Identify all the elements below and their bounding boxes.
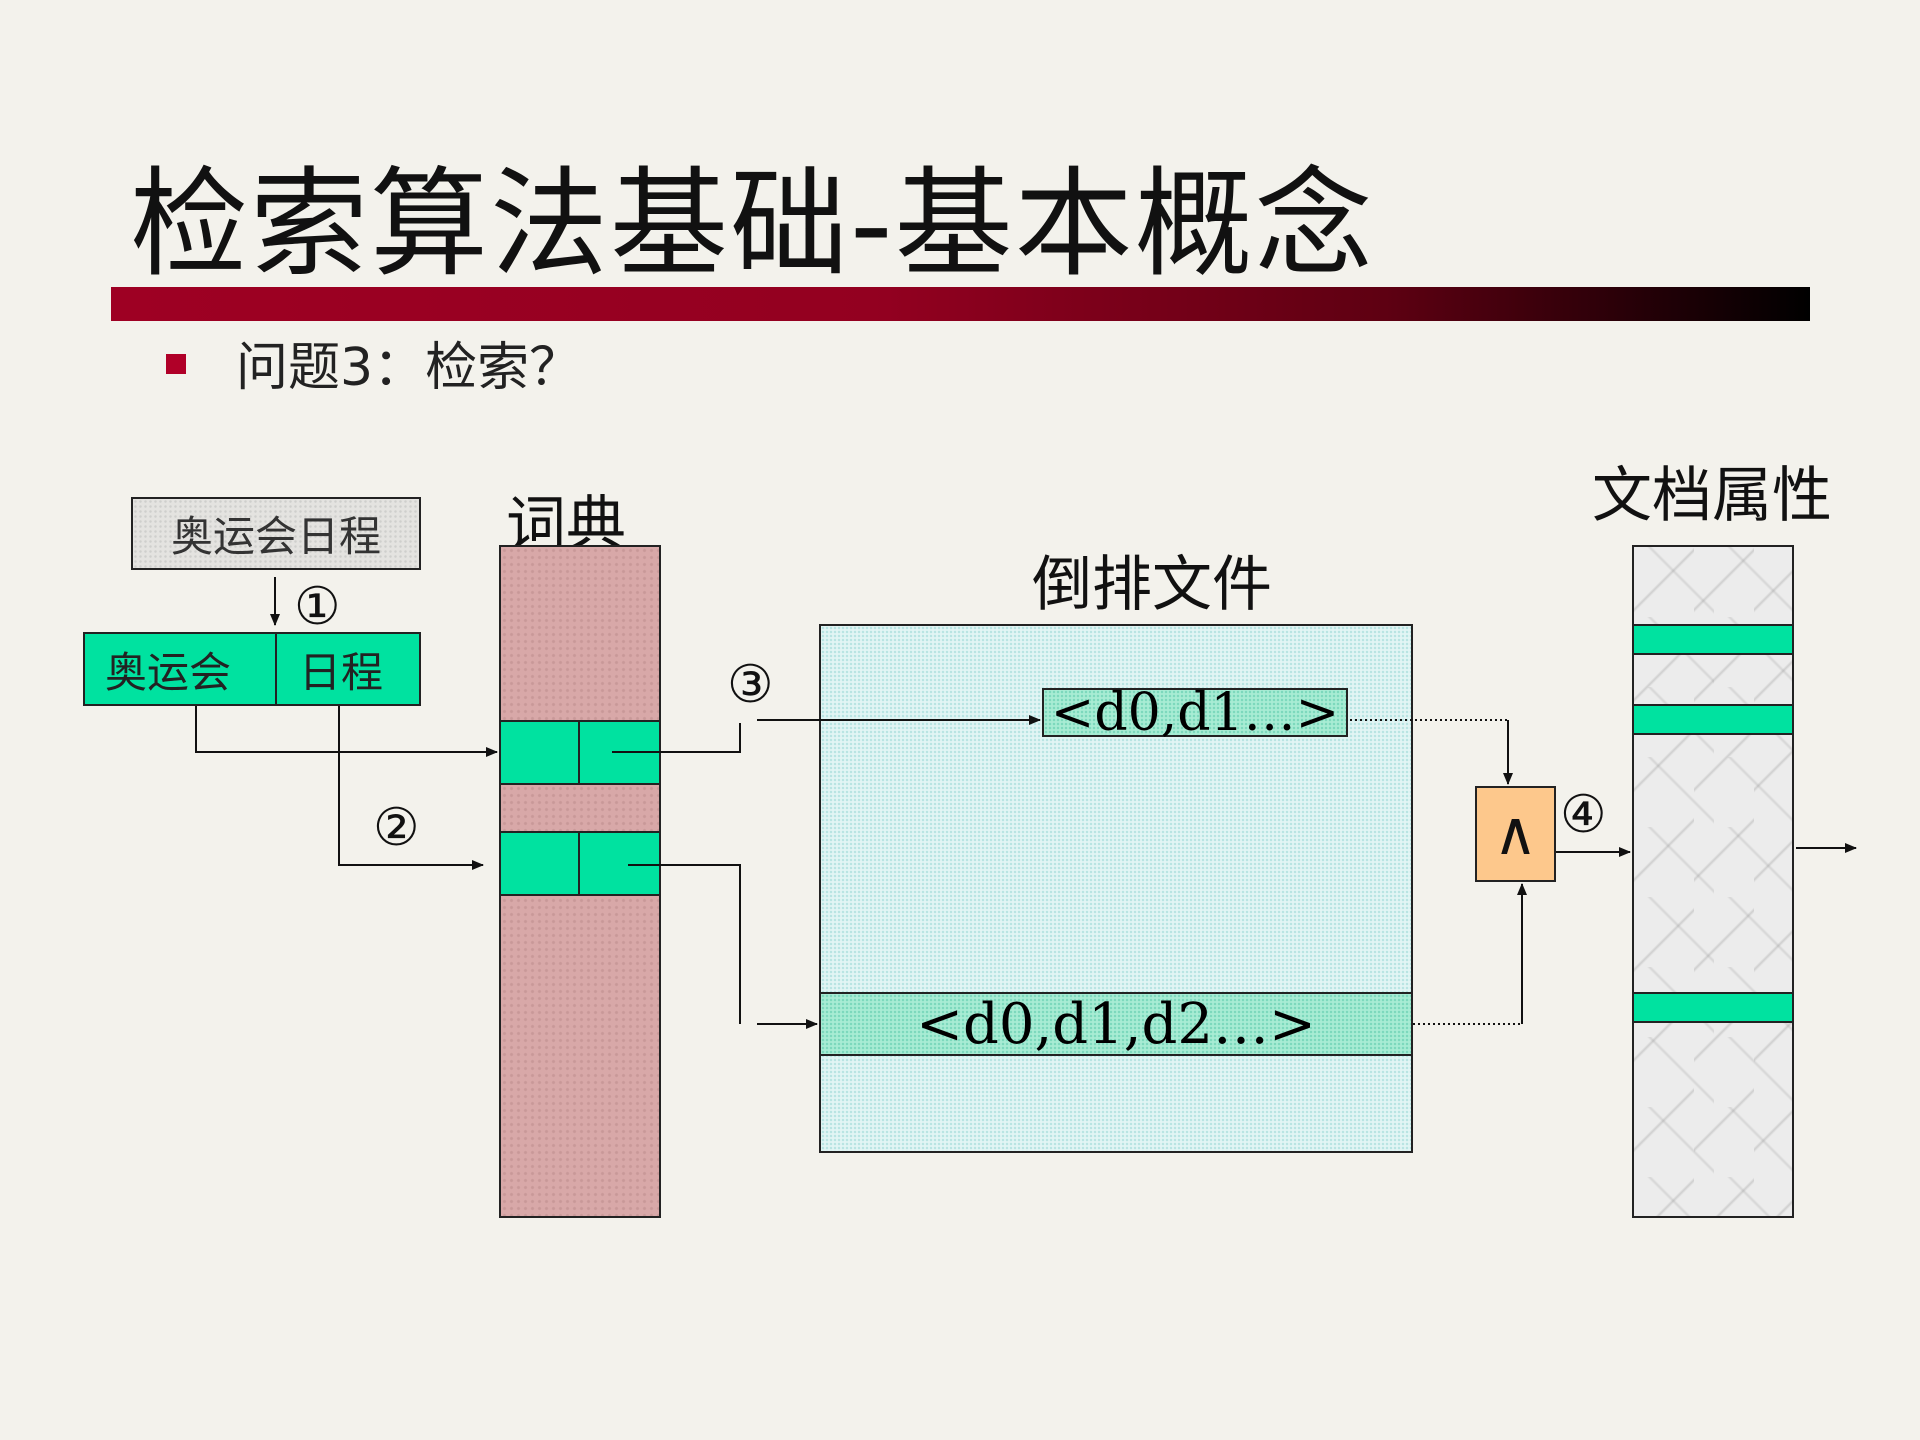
doc-attr-band [1632,992,1794,1023]
doc-attr-column [1632,545,1794,1218]
step-2-marker: ② [373,798,420,858]
doc-attr-band [1632,624,1794,655]
dictionary-entry [499,831,661,896]
doc-attr-label: 文档属性 [1592,461,1832,531]
step-1-marker: ① [294,577,341,637]
and-operator-box: ∧ [1475,786,1556,882]
bullet-text: 问题3：检索？ [236,338,582,398]
step-4-marker: ④ [1560,785,1607,845]
step-3-marker: ③ [727,655,774,715]
title-rule [111,287,1810,321]
bullet-marker [166,354,186,374]
dictionary-entry-divider [578,831,580,896]
query-box: 奥运会日程 [131,497,421,570]
slide-title: 检索算法基础-基本概念 [130,155,1375,293]
posting-list-small: <d0,d1…> [1042,683,1348,743]
posting-list-big: <d0,d1,d2…> [819,992,1413,1057]
doc-attr-band [1632,704,1794,735]
segment-right: 日程 [275,632,421,706]
dictionary-entry-divider [578,720,580,785]
segment-left: 奥运会 [83,632,277,706]
inverted-file-label: 倒排文件 [1032,550,1272,620]
